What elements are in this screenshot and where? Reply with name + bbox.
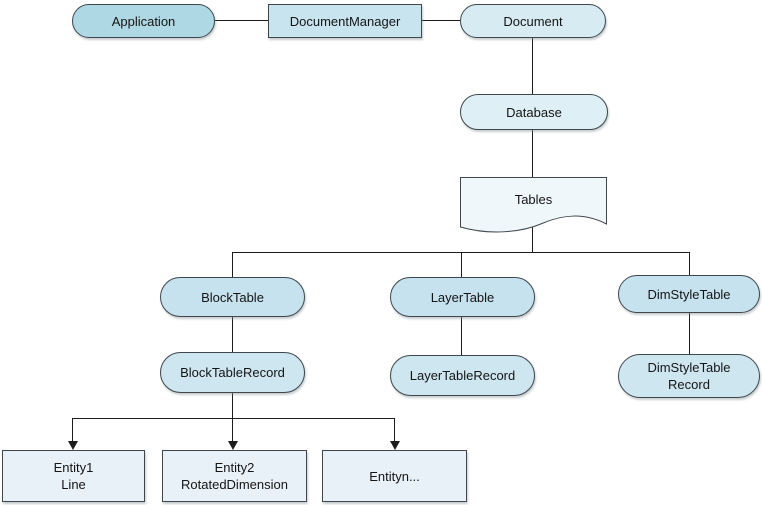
- node-entity1: Entity1 Line: [2, 450, 145, 502]
- arrow-down-icon: [228, 441, 238, 450]
- connector-line: [232, 317, 233, 352]
- node-tables: Tables: [460, 177, 607, 221]
- connector-line: [532, 130, 533, 177]
- node-document: Document: [460, 4, 606, 38]
- node-label: Document: [503, 13, 563, 29]
- node-block-table-record: BlockTableRecord: [160, 352, 305, 393]
- node-label: Application: [111, 13, 176, 29]
- node-label: Entity1: [53, 460, 94, 475]
- node-label: BlockTable: [201, 289, 264, 305]
- node-block-table: BlockTable: [160, 277, 305, 317]
- node-label: Record: [668, 377, 710, 392]
- connector-line: [532, 38, 533, 94]
- node-label: LayerTableRecord: [409, 368, 516, 383]
- arrow-down-icon: [68, 441, 78, 450]
- connector-line: [215, 20, 268, 21]
- node-database: Database: [460, 94, 608, 130]
- node-layer-table: LayerTable: [390, 277, 535, 317]
- node-entity2: Entity2 RotatedDimension: [162, 450, 307, 502]
- connector-line: [689, 313, 690, 354]
- node-application: Application: [72, 4, 215, 38]
- connector-line: [422, 20, 460, 21]
- node-label: Entityn...: [369, 468, 420, 484]
- node-label: LayerTable: [430, 289, 495, 305]
- connector-line: [394, 418, 395, 442]
- node-dim-style-table-record: DimStyleTable Record: [618, 354, 760, 398]
- connector-line: [232, 393, 233, 418]
- node-label: BlockTableRecord: [180, 365, 285, 380]
- connector-line: [461, 317, 462, 355]
- document-shape-icon: [460, 177, 607, 233]
- connector-line: [72, 418, 73, 442]
- node-label: Tables: [514, 191, 553, 207]
- node-label: Entity2: [214, 460, 255, 475]
- node-label: Database: [506, 104, 562, 120]
- arrow-down-icon: [390, 441, 400, 450]
- connector-line: [461, 252, 462, 277]
- node-label: DimStyleTable: [647, 360, 731, 375]
- node-layer-table-record: LayerTableRecord: [390, 355, 535, 396]
- node-dim-style-table: DimStyleTable: [618, 275, 760, 313]
- connector-line: [232, 418, 233, 442]
- node-document-manager: DocumentManager: [268, 4, 422, 38]
- connector-line: [689, 252, 690, 275]
- connector-line: [232, 252, 233, 277]
- node-label: Line: [61, 477, 86, 492]
- node-label: DocumentManager: [289, 13, 401, 29]
- node-label: DimStyleTable: [647, 286, 731, 302]
- node-entityn: Entityn...: [322, 450, 467, 502]
- connector-line: [532, 225, 533, 252]
- connector-line: [72, 418, 395, 419]
- node-label: RotatedDimension: [181, 477, 288, 492]
